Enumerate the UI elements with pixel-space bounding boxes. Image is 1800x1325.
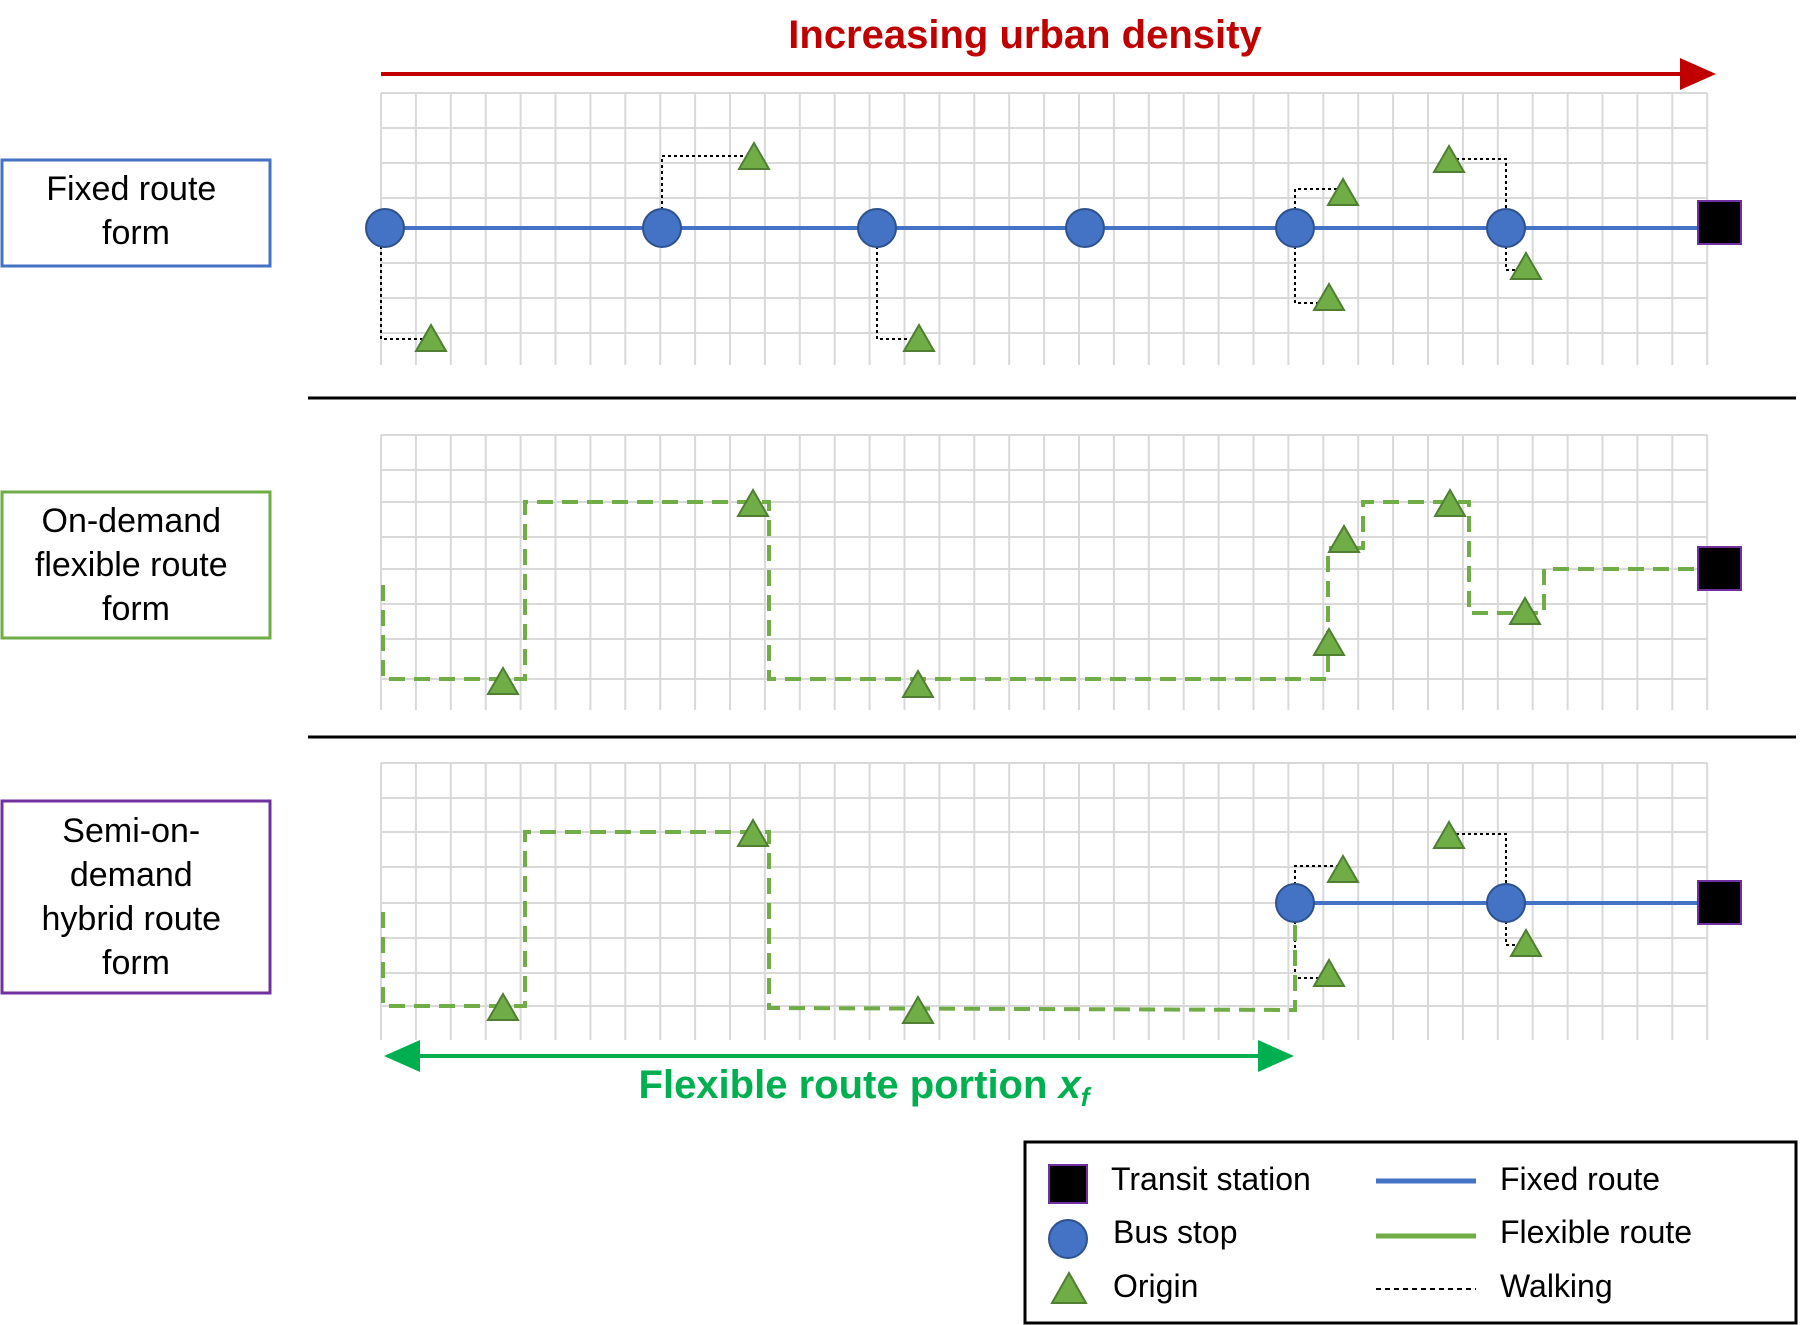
on-demand-label-line: On-demand: [42, 502, 222, 540]
origin-icon: [486, 991, 520, 1021]
origin-icon: [736, 817, 770, 847]
fixed-route-label-line: form: [102, 214, 170, 252]
origin-icon: [1312, 626, 1346, 656]
origin-icon: [901, 668, 935, 698]
legend: Transit station Bus stop Origin Fixed ro…: [1023, 1140, 1798, 1325]
on-demand-label-line: flexible route: [35, 546, 228, 584]
circle-icon: [1048, 1219, 1088, 1259]
hybrid-label-box: [0, 799, 272, 995]
transit-station-icon: [1697, 200, 1742, 245]
origin-icon: [1327, 523, 1361, 553]
origin-icon: [901, 994, 935, 1024]
origin-icon: [1433, 487, 1467, 517]
walking-path: [876, 228, 918, 340]
bus-stop-icon: [857, 208, 897, 248]
flexible-route-line: [381, 500, 1712, 681]
flexible-route-line: [381, 830, 1297, 1013]
hybrid-label-line: demand: [70, 856, 193, 894]
bus-stop-icon: [1275, 208, 1315, 248]
triangle-icon: [1050, 1270, 1088, 1304]
legend-label-transit-station: Transit station: [1111, 1161, 1311, 1197]
walking-path: [380, 228, 430, 340]
legend-box: [1023, 1140, 1798, 1325]
walking-path: [1444, 833, 1507, 903]
origin-icon: [1432, 143, 1466, 173]
hybrid-label-line: Semi-on-: [62, 812, 200, 850]
bus-stop-icon: [1275, 883, 1315, 923]
walking-path: [661, 155, 752, 228]
legend-label-bus-stop: Bus stop: [1113, 1214, 1238, 1250]
origin-icon: [1432, 819, 1466, 849]
origin-icon: [902, 322, 936, 352]
origin-icon: [1312, 957, 1346, 987]
origin-icon: [736, 487, 770, 517]
origin-icon: [1326, 176, 1360, 206]
legend-label-origin: Origin: [1113, 1268, 1198, 1304]
origin-icon: [414, 322, 448, 352]
density-title: Increasing urban density: [788, 13, 1262, 57]
flexible-portion-subscript: f: [1081, 1082, 1092, 1112]
flexible-portion-variable: x: [1057, 1063, 1083, 1107]
transit-station-icon: [1697, 880, 1742, 925]
walking-path: [1444, 158, 1507, 228]
on-demand-grid: [380, 434, 1709, 710]
hybrid-label-line: form: [102, 944, 170, 982]
legend-label-fixed-route: Fixed route: [1500, 1161, 1660, 1197]
flexible-portion-label: Flexible route portion xf: [639, 1063, 1092, 1112]
origin-icon: [1509, 927, 1543, 957]
bus-stop-icon: [365, 208, 405, 248]
origin-icon: [1312, 281, 1346, 311]
square-icon: [1048, 1164, 1088, 1204]
origin-icon: [1509, 250, 1543, 280]
hybrid-label: Semi-on- demand hybrid route form: [42, 812, 231, 982]
transit-station-icon: [1697, 546, 1742, 591]
on-demand-panel: [381, 487, 1742, 698]
hybrid-label-line: hybrid route: [42, 900, 222, 938]
origin-icon: [486, 665, 520, 695]
fixed-route-label-line: Fixed route: [46, 170, 216, 208]
hybrid-panel: [381, 817, 1742, 1024]
fixed-route-label-box: [0, 158, 272, 268]
legend-label-walking: Walking: [1500, 1268, 1613, 1304]
origin-icon: [1508, 595, 1542, 625]
bus-stop-icon: [1486, 883, 1526, 923]
origin-icon: [737, 140, 771, 170]
bus-stop-icon: [642, 208, 682, 248]
legend-label-flexible-route: Flexible route: [1500, 1214, 1692, 1250]
bus-stop-icon: [1486, 208, 1526, 248]
flexible-portion-text: Flexible route portion: [639, 1063, 1059, 1107]
fixed-route-label: Fixed route form: [46, 170, 226, 252]
origin-icon: [1326, 853, 1360, 883]
on-demand-label: On-demand flexible route form: [35, 502, 237, 628]
on-demand-label-box: [0, 490, 272, 640]
fixed-route-panel: [365, 140, 1742, 352]
bus-stop-icon: [1065, 208, 1105, 248]
on-demand-label-line: form: [102, 590, 170, 628]
